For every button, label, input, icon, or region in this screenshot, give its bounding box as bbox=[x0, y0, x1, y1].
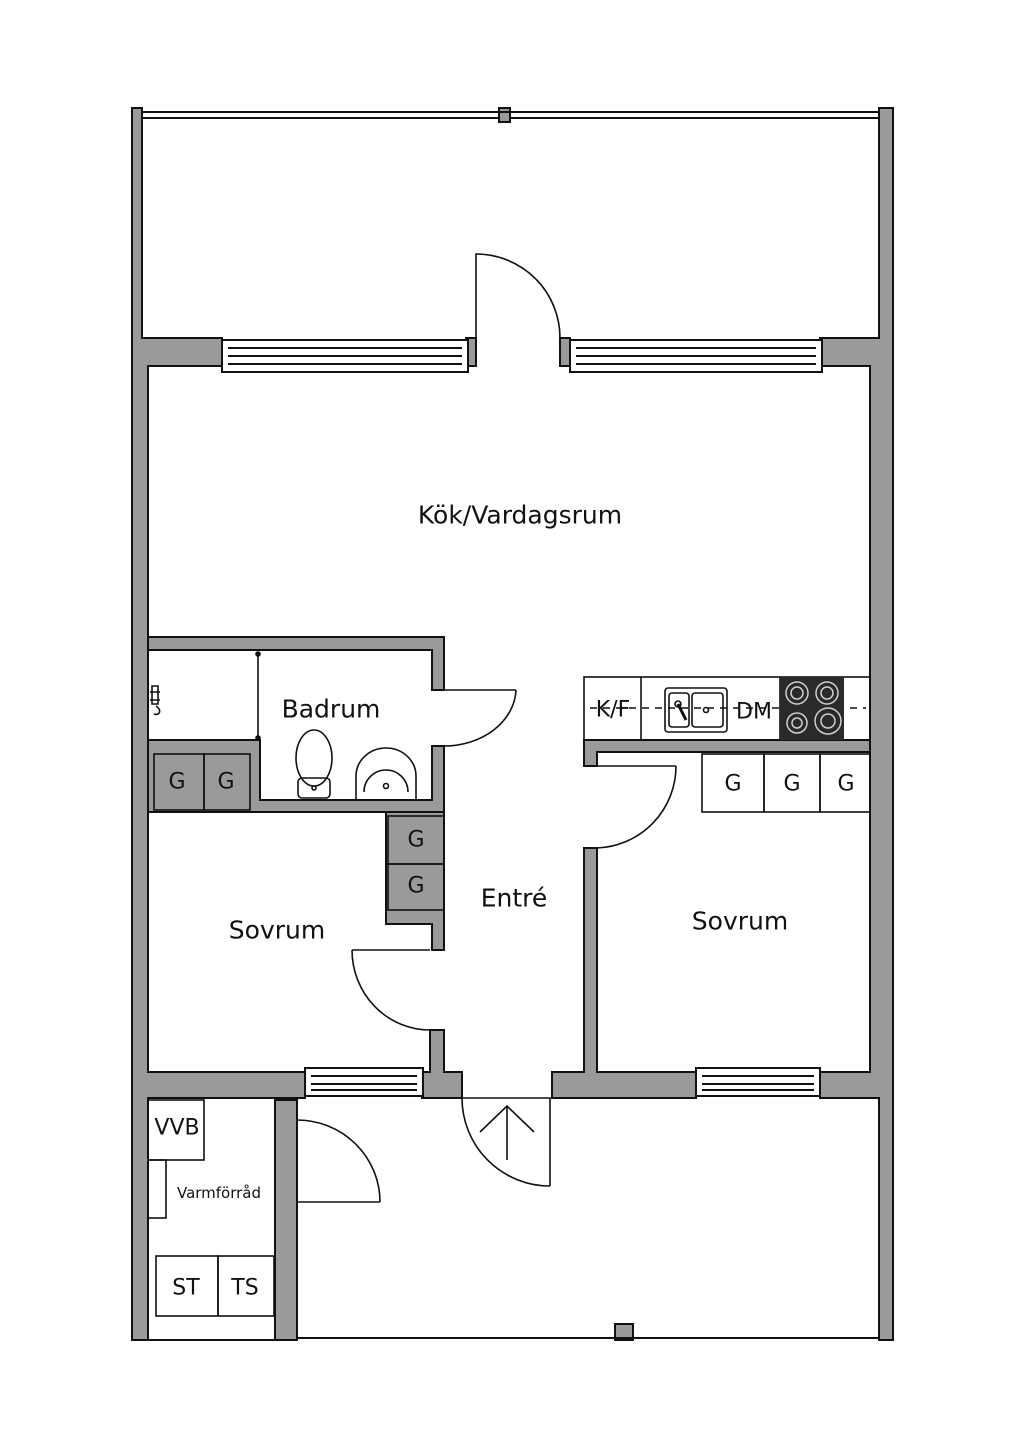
room-label-bedroom-left: Sovrum bbox=[228, 915, 326, 945]
stove-icon bbox=[780, 677, 844, 740]
door-storage bbox=[296, 1119, 381, 1203]
room-label-entrance: Entré bbox=[480, 883, 548, 913]
window-bedroom-left bbox=[304, 1067, 424, 1097]
washer-label: ST bbox=[172, 1275, 200, 1301]
fridge-freezer-label: K/F bbox=[595, 697, 631, 723]
wardrobe-bath-2 bbox=[203, 753, 251, 811]
dryer-label: TS bbox=[231, 1275, 259, 1301]
water-heater-box bbox=[147, 1099, 205, 1161]
kitchen-counter bbox=[583, 676, 871, 741]
walls bbox=[131, 107, 894, 1341]
shower-head-icon bbox=[150, 685, 161, 716]
top-rail-post bbox=[498, 107, 511, 123]
bathroom-wall bbox=[147, 636, 445, 813]
water-heater-label: VVB bbox=[154, 1115, 200, 1141]
window-bedroom-right bbox=[695, 1067, 821, 1097]
right-bedroom-wall bbox=[551, 847, 697, 1099]
door-bathroom bbox=[443, 689, 517, 747]
bottom-rail-post bbox=[614, 1323, 634, 1341]
entrance-arrow-icon bbox=[479, 1104, 535, 1160]
dishwasher-label: DM bbox=[736, 699, 772, 725]
balcony-door-post-right bbox=[559, 337, 571, 367]
balconies bbox=[142, 111, 879, 1339]
room-label-warm-storage: Varmförråd bbox=[176, 1184, 262, 1202]
outer-wall-left bbox=[131, 107, 306, 1341]
kitchen-divider bbox=[583, 739, 871, 767]
wardrobe-label: G bbox=[407, 873, 425, 899]
sink-icon bbox=[664, 687, 728, 733]
wardrobe-label: G bbox=[217, 769, 235, 795]
storage-shelf bbox=[147, 1159, 167, 1219]
wardrobe-label: G bbox=[783, 771, 801, 797]
doors bbox=[296, 253, 677, 1203]
washbasin-icon bbox=[355, 747, 417, 801]
toilet-icon bbox=[295, 729, 333, 799]
wardrobe-label: G bbox=[837, 771, 855, 797]
wardrobe-label: G bbox=[407, 827, 425, 853]
windows bbox=[221, 339, 823, 1097]
door-main-entrance bbox=[461, 1097, 551, 1187]
fixtures bbox=[147, 651, 871, 1317]
wardrobe-right-3 bbox=[819, 753, 871, 813]
door-bedroom-left bbox=[351, 949, 431, 1031]
room-label-kitchen-living: Kök/Vardagsrum bbox=[417, 500, 623, 530]
entrance-left-wall bbox=[421, 1029, 463, 1099]
wardrobe-label: G bbox=[724, 771, 742, 797]
door-balcony bbox=[475, 253, 561, 339]
room-label-bedroom-right: Sovrum bbox=[691, 906, 789, 936]
wardrobe-entry-2 bbox=[387, 863, 445, 911]
door-bedroom-right bbox=[596, 765, 677, 849]
room-label-bathroom: Badrum bbox=[281, 694, 381, 724]
dryer-box bbox=[217, 1255, 275, 1317]
wardrobe-label: G bbox=[168, 769, 186, 795]
